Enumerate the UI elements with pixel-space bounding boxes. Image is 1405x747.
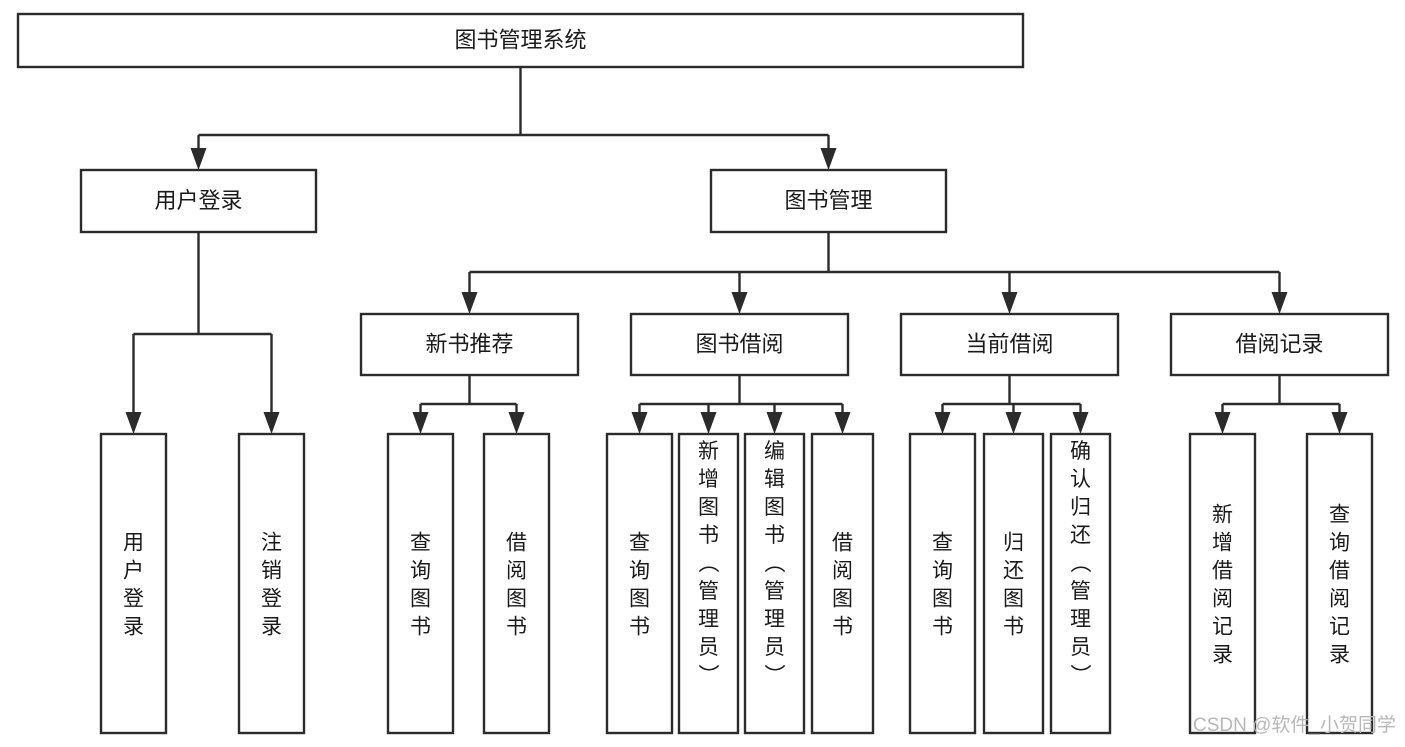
borrow-record-to-leaves-arrow-0: [1214, 412, 1231, 434]
leaf-node-leaf-query-book-1-box[interactable]: [386, 432, 455, 735]
level3-node-current-borrow[interactable]: 当前借阅: [899, 312, 1120, 377]
leaf-node-leaf-logout-login-label: 注销登录: [261, 531, 282, 638]
leaf-node-leaf-query-book-2[interactable]: 查询图书: [605, 432, 674, 735]
level2-node-book-manage-box[interactable]: [709, 168, 948, 234]
leaf-node-leaf-query-book-2-box[interactable]: [605, 432, 674, 735]
level3-node-borrow-record-label: 借阅记录: [1235, 331, 1323, 356]
leaf-node-leaf-add-book[interactable]: 新增图书（管理员）: [677, 432, 740, 735]
leaf-node-leaf-user-login-box[interactable]: [99, 432, 168, 735]
leaf-node-leaf-add-book-label: 新增图书（管理员）: [698, 440, 720, 687]
root-node-图书管理系统-box[interactable]: [16, 12, 1025, 69]
leaf-node-leaf-add-borrow-record-label: 新增借阅记录: [1212, 503, 1233, 666]
leaf-node-leaf-query-borrow-record-label: 查询借阅记录: [1329, 503, 1350, 666]
leaf-node-leaf-add-borrow-record-box[interactable]: [1188, 432, 1257, 735]
leaf-node-leaf-confirm-return-label: 确认归还（管理员）: [1070, 440, 1092, 687]
borrow-record-to-leaves-arrow-1: [1331, 412, 1348, 434]
book-borrow-to-leaves-arrow-1: [700, 412, 717, 434]
leaf-node-leaf-query-book-1[interactable]: 查询图书: [386, 432, 455, 735]
root-to-level2-arrow-1: [820, 148, 837, 170]
root-to-level2-arrow-0: [190, 148, 207, 170]
level2-node-book-manage-label: 图书管理: [784, 188, 872, 213]
new-book-recommend-to-leaves-arrow-1: [508, 412, 525, 434]
current-borrow-to-leaves-arrow-1: [1005, 412, 1022, 434]
leaf-node-leaf-user-login-label: 用户登录: [123, 531, 144, 638]
level3-node-borrow-record[interactable]: 借阅记录: [1169, 312, 1390, 377]
csdn-watermark: CSDN @软件_小贺同学: [1193, 714, 1396, 736]
leaf-node-leaf-borrow-book-2-box[interactable]: [810, 432, 875, 735]
level2-node-user-login[interactable]: 用户登录: [79, 168, 318, 234]
book-borrow-to-leaves-arrow-2: [766, 412, 783, 434]
book-borrow-to-leaves-arrow-3: [834, 412, 851, 434]
level3-node-new-book-recommend-box[interactable]: [359, 312, 580, 377]
current-borrow-to-leaves-arrow-2: [1072, 412, 1089, 434]
leaf-node-leaf-query-book-3[interactable]: 查询图书: [908, 432, 977, 735]
leaf-node-leaf-borrow-book-1-label: 借阅图书: [506, 531, 527, 638]
leaf-node-leaf-borrow-book-2-label: 借阅图书: [832, 531, 853, 638]
leaf-node-leaf-edit-book-box[interactable]: [743, 432, 806, 735]
current-borrow-to-leaves-arrow-0: [934, 412, 951, 434]
bookmanage-to-level3-arrow-2: [1001, 292, 1018, 314]
book-borrow-to-leaves-arrow-0: [631, 412, 648, 434]
root-node-图书管理系统-label: 图书管理系统: [454, 27, 586, 52]
new-book-recommend-to-leaves-arrow-0: [412, 412, 429, 434]
level3-node-borrow-record-box[interactable]: [1169, 312, 1390, 377]
userlogin-to-leaves-arrow-1: [263, 412, 280, 434]
level3-node-new-book-recommend-label: 新书推荐: [425, 331, 513, 356]
level3-node-book-borrow-box[interactable]: [629, 312, 850, 377]
root-node-图书管理系统[interactable]: 图书管理系统: [16, 12, 1025, 69]
node-layer: 图书管理系统用户登录图书管理新书推荐图书借阅当前借阅借阅记录用户登录注销登录查询…: [16, 12, 1390, 735]
level2-node-user-login-box[interactable]: [79, 168, 318, 234]
leaf-node-leaf-return-book-label: 归还图书: [1003, 531, 1024, 638]
leaf-node-leaf-confirm-return[interactable]: 确认归还（管理员）: [1049, 432, 1112, 735]
leaf-node-leaf-query-book-3-box[interactable]: [908, 432, 977, 735]
level2-node-user-login-label: 用户登录: [154, 188, 242, 213]
userlogin-to-leaves-arrow-0: [125, 412, 142, 434]
leaf-node-leaf-borrow-book-1[interactable]: 借阅图书: [482, 432, 551, 735]
leaf-node-leaf-query-borrow-record[interactable]: 查询借阅记录: [1305, 432, 1374, 735]
level2-node-book-manage[interactable]: 图书管理: [709, 168, 948, 234]
leaf-node-leaf-query-book-1-label: 查询图书: [410, 531, 431, 638]
leaf-node-leaf-edit-book[interactable]: 编辑图书（管理员）: [743, 432, 806, 735]
bookmanage-to-level3-arrow-0: [461, 292, 478, 314]
level3-node-book-borrow[interactable]: 图书借阅: [629, 312, 850, 377]
leaf-node-leaf-query-book-3-label: 查询图书: [932, 531, 953, 638]
leaf-node-leaf-edit-book-label: 编辑图书（管理员）: [764, 440, 786, 687]
bookmanage-to-level3-arrow-3: [1271, 292, 1288, 314]
level3-node-book-borrow-label: 图书借阅: [695, 331, 783, 356]
level3-node-current-borrow-label: 当前借阅: [965, 331, 1053, 356]
leaf-node-leaf-borrow-book-1-box[interactable]: [482, 432, 551, 735]
leaf-node-leaf-return-book-box[interactable]: [982, 432, 1045, 735]
bookmanage-to-level3-arrow-1: [731, 292, 748, 314]
level3-node-new-book-recommend[interactable]: 新书推荐: [359, 312, 580, 377]
leaf-node-leaf-logout-login[interactable]: 注销登录: [237, 432, 306, 735]
leaf-node-leaf-query-borrow-record-box[interactable]: [1305, 432, 1374, 735]
leaf-node-leaf-logout-login-box[interactable]: [237, 432, 306, 735]
level3-node-current-borrow-box[interactable]: [899, 312, 1120, 377]
connector-layer: [125, 67, 1348, 434]
leaf-node-leaf-confirm-return-box[interactable]: [1049, 432, 1112, 735]
leaf-node-leaf-query-book-2-label: 查询图书: [629, 531, 650, 638]
leaf-node-leaf-add-borrow-record[interactable]: 新增借阅记录: [1188, 432, 1257, 735]
leaf-node-leaf-add-book-box[interactable]: [677, 432, 740, 735]
leaf-node-leaf-user-login[interactable]: 用户登录: [99, 432, 168, 735]
leaf-node-leaf-borrow-book-2[interactable]: 借阅图书: [810, 432, 875, 735]
leaf-node-leaf-return-book[interactable]: 归还图书: [982, 432, 1045, 735]
